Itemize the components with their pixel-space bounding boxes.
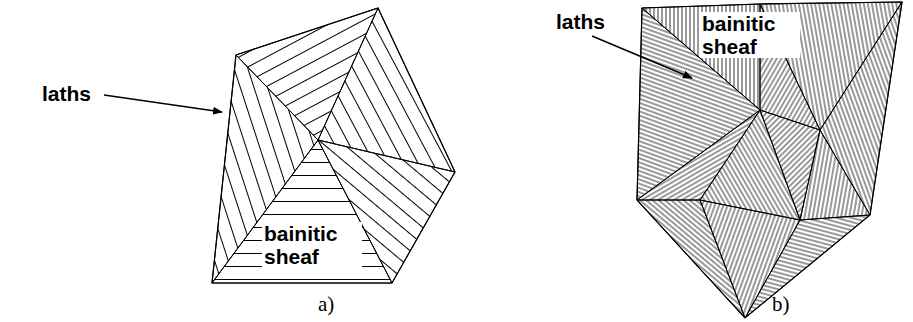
leader-arrow xyxy=(592,36,692,78)
part-label: bainitic sheaf xyxy=(700,12,800,58)
panel-label: a) xyxy=(318,293,334,316)
part-label: laths xyxy=(556,10,605,33)
part-label: laths xyxy=(42,82,91,105)
part-label: bainitic sheaf xyxy=(262,222,362,268)
grain-b xyxy=(637,2,902,318)
leader-arrow xyxy=(104,95,222,112)
grain-a xyxy=(212,8,455,283)
panel-label: b) xyxy=(772,293,790,316)
